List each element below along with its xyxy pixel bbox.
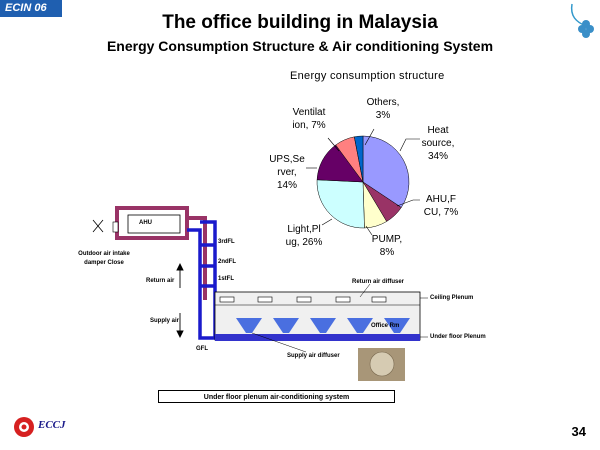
leader-lines (306, 128, 420, 236)
label-ahu-2: CU, 7% (423, 207, 459, 218)
flow-arrows (176, 262, 184, 339)
floor-2-label: 2ndFL (218, 259, 236, 265)
label-ahu-1: AHU,F (426, 194, 456, 205)
supply-air-cones (236, 318, 410, 333)
label-vent-1: Ventilat (292, 107, 326, 118)
ground-floor-label: GFL (196, 346, 208, 352)
label-ventilation: Ventilat ion, 7% (287, 106, 331, 132)
outdoor-air-line-1: Outdoor air intake (78, 251, 130, 257)
label-heat-2: source, (421, 138, 455, 149)
return-diffusers (219, 296, 387, 303)
label-heat-1: Heat (427, 125, 449, 136)
pie-slice-3 (316, 179, 365, 229)
slide-subtitle: Energy Consumption Structure & Air condi… (106, 38, 494, 54)
label-ahu: AHU,F CU, 7% (418, 193, 464, 219)
floor-3-label: 3rdFL (218, 239, 235, 245)
label-pump: PUMP, 8% (365, 233, 409, 259)
supply-shaft (187, 220, 217, 340)
slide-title: The office building in Malaysia (162, 12, 438, 33)
return-air-diffuser-label: Return air diffuser (352, 279, 405, 285)
label-light-1: Light,Pl (287, 224, 321, 235)
supply-air-diffuser-label: Supply air diffuser (287, 353, 340, 359)
slide-tag: ECIN 06 (0, 0, 62, 17)
eccj-logo-icon (14, 417, 34, 437)
label-ups-2: rver, (277, 167, 297, 178)
supply-air-label: Supply air (150, 318, 180, 324)
clover-logo-icon (570, 3, 594, 38)
label-pump-2: 8% (379, 247, 395, 258)
diagram-leader-lines (251, 283, 428, 353)
underfloor-plenum-label: Under floor Plenum (430, 334, 486, 340)
label-ups-1: UPS,Se (269, 154, 305, 165)
ahu-duct (92, 206, 207, 300)
pie-slice-6 (353, 135, 364, 183)
outdoor-air-line-2: damper Close (84, 260, 124, 266)
return-air-label: Return air (146, 278, 175, 284)
label-heat-source: Heat source, 34% (417, 124, 459, 163)
label-ups-3: 14% (276, 180, 297, 191)
label-others-2: 3% (375, 110, 391, 121)
label-others-1: Others, (366, 97, 400, 108)
office-room-label: Office Rm (371, 323, 400, 329)
underfloor-plenum-bar (215, 334, 420, 341)
label-light-2: ug, 26% (285, 237, 323, 248)
ahu-box (127, 214, 181, 234)
floor-section (214, 291, 421, 341)
label-vent-2: ion, 7% (292, 120, 326, 131)
diagram-caption: Under floor plenum air-conditioning syst… (158, 390, 395, 403)
label-ups-server: UPS,Se rver, 14% (264, 153, 310, 192)
floor-1-label: 1stFL (218, 276, 235, 282)
ceiling-plenum-label: Ceiling Plenum (430, 295, 474, 301)
chart-title: Energy consumption structure (290, 70, 445, 82)
label-light-plug: Light,Pl ug, 26% (280, 223, 328, 249)
ahu-label: AHU (139, 220, 152, 226)
outdoor-air-label: Outdoor air intake damper Close (70, 250, 138, 268)
label-heat-3: 34% (427, 151, 448, 162)
label-pump-1: PUMP, (371, 234, 403, 245)
org-name: ECCJ (38, 419, 66, 431)
page-number: 34 (571, 424, 586, 439)
label-others: Others, 3% (361, 96, 405, 122)
